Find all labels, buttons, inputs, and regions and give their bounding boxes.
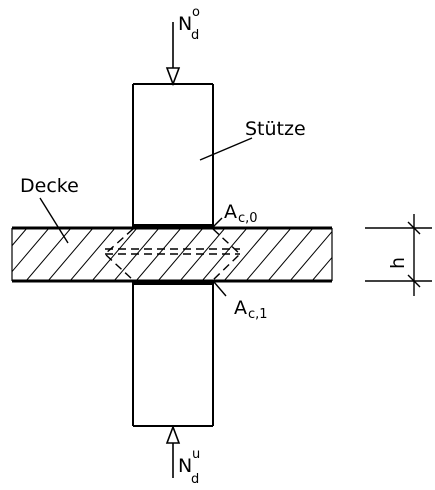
area-ac1-symbol: A bbox=[234, 297, 247, 319]
hatch-line bbox=[356, 228, 401, 281]
top-force-label: N o d bbox=[178, 5, 200, 43]
hatch-line bbox=[0, 228, 5, 281]
hatch-line bbox=[245, 228, 292, 281]
thickness-label: h bbox=[387, 257, 409, 269]
hatch-line bbox=[289, 230, 332, 281]
area-ac0-label: A c,0 bbox=[224, 201, 258, 226]
upper-column bbox=[132, 83, 214, 228]
hatch-line bbox=[378, 228, 423, 281]
bottom-force-superscript: u bbox=[192, 447, 200, 462]
top-load-arrow bbox=[165, 22, 181, 87]
hatch-line bbox=[223, 228, 270, 281]
hatch-line bbox=[157, 228, 204, 281]
thickness-dimension bbox=[365, 214, 432, 296]
hatch-line bbox=[12, 228, 28, 247]
slab-label: Decke bbox=[20, 175, 79, 197]
hatch-line bbox=[12, 228, 50, 273]
bottom-force-subscript: d bbox=[191, 472, 199, 487]
area-ac0-symbol: A bbox=[224, 201, 237, 223]
area-ac1-label: A c,1 bbox=[234, 297, 268, 322]
top-force-superscript: o bbox=[192, 5, 200, 20]
area-ac1 bbox=[133, 280, 213, 285]
bottom-force-symbol: N bbox=[178, 455, 192, 477]
area-ac0-subscript: c,0 bbox=[238, 211, 258, 226]
leader-lines bbox=[39, 137, 253, 297]
hatch-line bbox=[334, 228, 379, 281]
hatch-line bbox=[311, 256, 332, 281]
load-spread-dashed bbox=[103, 228, 242, 281]
hatch-line bbox=[69, 228, 116, 281]
top-force-subscript: d bbox=[191, 28, 199, 43]
bottom-force-label: N u d bbox=[178, 447, 200, 487]
column-label: Stütze bbox=[245, 118, 306, 140]
area-ac1-subscript: c,1 bbox=[248, 307, 268, 322]
top-force-symbol: N bbox=[178, 13, 192, 35]
hatch-line bbox=[91, 228, 138, 281]
area-ac0 bbox=[133, 224, 213, 229]
lower-column bbox=[132, 281, 214, 427]
hatch-line bbox=[47, 228, 94, 281]
hatch-line bbox=[267, 228, 314, 281]
bottom-load-arrow bbox=[165, 424, 181, 478]
